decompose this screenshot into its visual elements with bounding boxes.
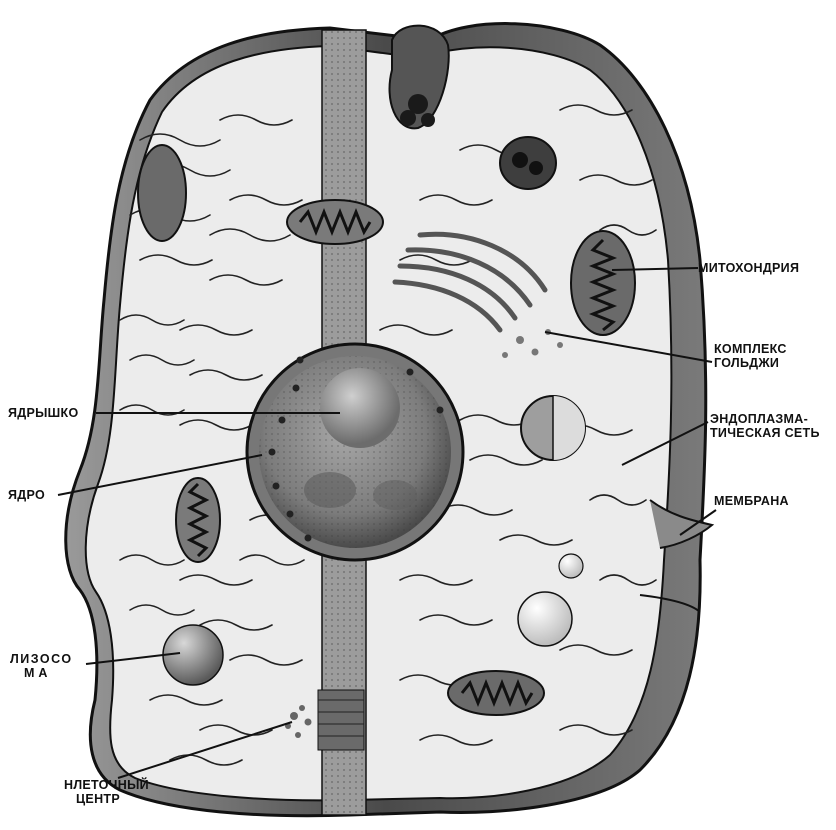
label-membrane-text: МЕМБРАНА	[714, 494, 789, 508]
label-centrosome-line1: НЛЕТОЧНЫЙ	[64, 778, 149, 792]
centriole-block	[318, 690, 364, 750]
nucleolus	[320, 368, 400, 448]
label-golgi: КОМПЛЕКС ГОЛЬДЖИ	[714, 342, 787, 370]
mitochondrion-bottom	[448, 671, 544, 715]
label-er-line1: ЭНДОПЛАЗМА-	[710, 412, 820, 426]
mitochondrion-top	[287, 200, 383, 244]
nucleus	[247, 344, 463, 560]
label-centrosome: НЛЕТОЧНЫЙ ЦЕНТР	[64, 778, 149, 806]
label-er-line2: ТИЧЕСКАЯ СЕТЬ	[710, 426, 820, 440]
label-nucleus: ЯДРО	[8, 488, 45, 502]
label-mitochondria-text: МИТОХОНДРИЯ	[698, 261, 799, 275]
lysosome	[163, 625, 223, 685]
label-nucleolus-text: ЯДРЫШКО	[8, 406, 78, 420]
label-lysosome-line1: ЛИЗОСО	[10, 652, 73, 666]
mitochondrion-upper-left	[138, 145, 186, 241]
mitochondrion-left	[176, 478, 220, 562]
label-golgi-line1: КОМПЛЕКС	[714, 342, 787, 356]
mitochondrion-right	[571, 231, 635, 335]
label-membrane: МЕМБРАНА	[714, 494, 789, 508]
label-lysosome: ЛИЗОСО МА	[10, 652, 73, 680]
label-golgi-line2: ГОЛЬДЖИ	[714, 356, 787, 370]
label-centrosome-line2: ЦЕНТР	[64, 792, 149, 806]
vesicle-small	[559, 554, 583, 578]
label-nucleolus: ЯДРЫШКО	[8, 406, 78, 420]
vesicle-large	[518, 592, 572, 646]
label-mitochondria: МИТОХОНДРИЯ	[698, 261, 799, 275]
label-lysosome-line2: МА	[10, 666, 73, 680]
label-er: ЭНДОПЛАЗМА- ТИЧЕСКАЯ СЕТЬ	[710, 412, 820, 440]
label-nucleus-text: ЯДРО	[8, 488, 45, 502]
